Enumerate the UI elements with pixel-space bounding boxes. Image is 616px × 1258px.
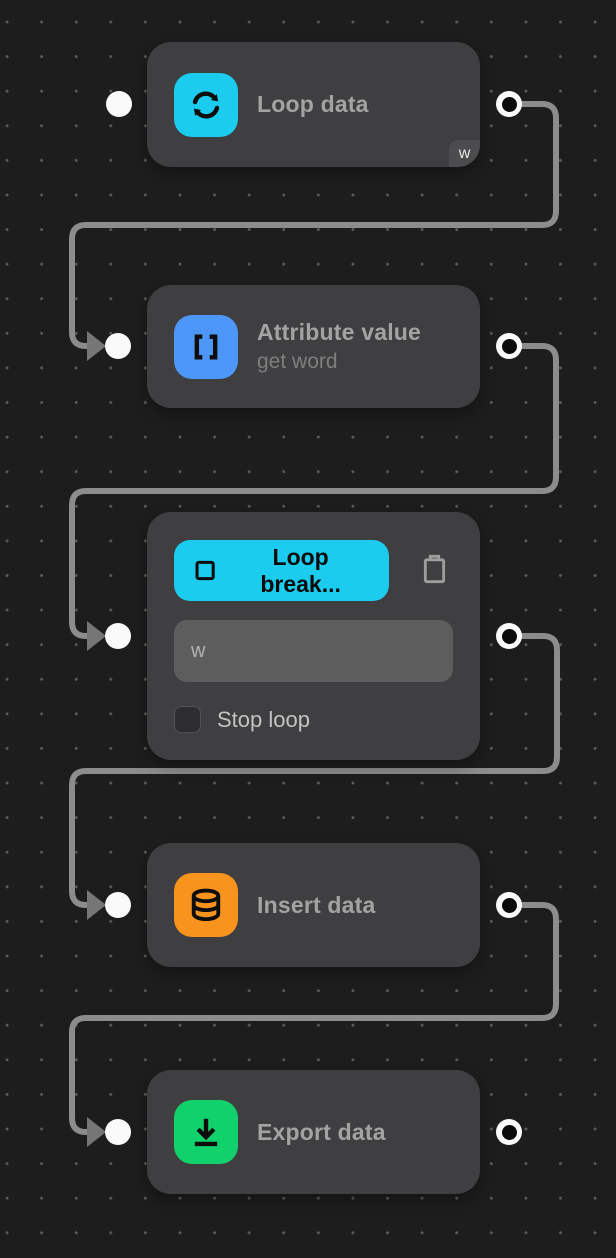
connection-arrow (87, 621, 106, 651)
port-input-loop-data[interactable] (106, 91, 132, 117)
database-icon (174, 873, 238, 937)
port-output-export-data[interactable] (496, 1119, 522, 1145)
node-loop-data[interactable]: Loop data w (147, 42, 480, 167)
loop-break-button[interactable]: Loop break... (174, 540, 389, 601)
port-output-insert-data[interactable] (496, 892, 522, 918)
node-attribute-value[interactable]: Attribute value get word (147, 285, 480, 408)
connection-wire (69, 902, 559, 1135)
sync-loop-icon (174, 72, 238, 137)
node-title: Export data (257, 1118, 386, 1145)
node-loop-break[interactable]: Loop break... Stop loop (147, 512, 480, 760)
connection-arrow (87, 1117, 106, 1147)
node-title: Insert data (257, 891, 376, 918)
trash-icon (423, 554, 446, 584)
connection-wire (69, 343, 559, 639)
stop-loop-checkbox[interactable] (174, 706, 201, 733)
loop-break-value-input[interactable] (174, 620, 453, 682)
port-input-export-data[interactable] (105, 1119, 131, 1145)
square-stop-icon (195, 560, 215, 581)
node-title: Loop data (257, 91, 369, 117)
port-input-loop-break[interactable] (105, 623, 131, 649)
connection-arrow (87, 890, 106, 920)
node-subtitle: get word (257, 350, 338, 373)
connection-wire (69, 633, 560, 908)
delete-step-button[interactable] (416, 552, 453, 589)
connection-arrow (87, 331, 106, 361)
port-input-attribute-value[interactable] (105, 333, 131, 359)
brackets-icon (174, 314, 238, 379)
node-title: Attribute value (257, 319, 422, 345)
port-output-loop-break[interactable] (496, 623, 522, 649)
connection-wire (69, 101, 559, 349)
download-icon (174, 1100, 238, 1164)
stop-loop-label: Stop loop (217, 706, 310, 732)
loop-break-button-label: Loop break... (260, 543, 341, 597)
port-output-loop-data[interactable] (496, 91, 522, 117)
node-export-data[interactable]: Export data (147, 1070, 480, 1194)
port-input-insert-data[interactable] (105, 892, 131, 918)
port-output-attribute-value[interactable] (496, 333, 522, 359)
node-insert-data[interactable]: Insert data (147, 843, 480, 967)
